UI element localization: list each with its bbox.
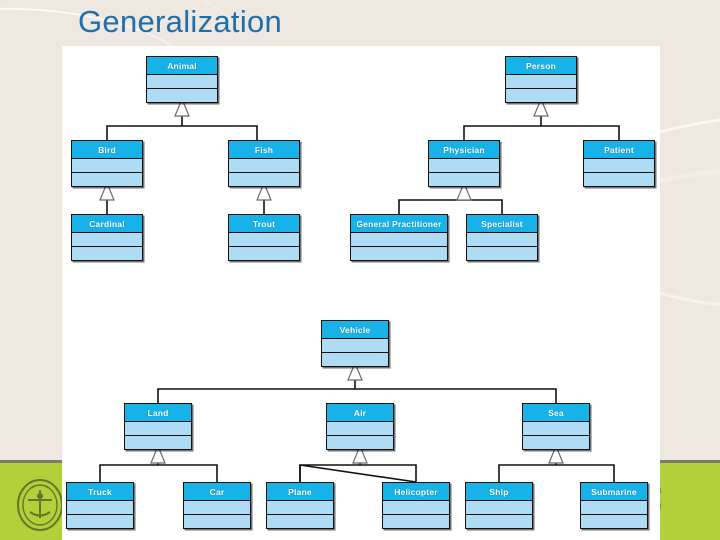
uml-attributes-compartment-land bbox=[125, 422, 191, 436]
uml-attributes-compartment-sea bbox=[523, 422, 589, 436]
uml-operations-compartment-physician bbox=[429, 173, 499, 186]
uml-attributes-compartment-helicopter bbox=[383, 501, 449, 515]
uml-attributes-compartment-fish bbox=[229, 159, 299, 173]
generalization-arrow-person bbox=[533, 97, 549, 117]
uml-operations-compartment-land bbox=[125, 436, 191, 449]
uml-class-name-gp: General Practitioner bbox=[351, 215, 447, 233]
uml-class-truck[interactable]: Truck bbox=[66, 482, 134, 529]
uml-class-name-cardinal: Cardinal bbox=[72, 215, 142, 233]
uml-operations-compartment-gp bbox=[351, 247, 447, 260]
uml-class-fish[interactable]: Fish bbox=[228, 140, 300, 187]
uml-class-cardinal[interactable]: Cardinal bbox=[71, 214, 143, 261]
uml-attributes-compartment-air bbox=[327, 422, 393, 436]
uml-class-patient[interactable]: Patient bbox=[583, 140, 655, 187]
uml-attributes-compartment-specialist bbox=[467, 233, 537, 247]
uml-operations-compartment-patient bbox=[584, 173, 654, 186]
uml-class-name-truck: Truck bbox=[67, 483, 133, 501]
uml-class-animal[interactable]: Animal bbox=[146, 56, 218, 103]
uml-class-submarine[interactable]: Submarine bbox=[580, 482, 648, 529]
uml-attributes-compartment-gp bbox=[351, 233, 447, 247]
uml-class-specialist[interactable]: Specialist bbox=[466, 214, 538, 261]
uml-attributes-compartment-vehicle bbox=[322, 339, 388, 353]
generalization-arrow-vehicle bbox=[347, 361, 363, 381]
page-title: Generalization bbox=[78, 4, 283, 39]
uml-class-sea[interactable]: Sea bbox=[522, 403, 590, 450]
uml-operations-compartment-car bbox=[184, 515, 250, 528]
uml-class-name-patient: Patient bbox=[584, 141, 654, 159]
uml-class-car[interactable]: Car bbox=[183, 482, 251, 529]
generalization-arrow-air bbox=[352, 444, 368, 464]
uml-attributes-compartment-submarine bbox=[581, 501, 647, 515]
uml-class-name-plane: Plane bbox=[267, 483, 333, 501]
generalization-connectors bbox=[99, 97, 620, 483]
uml-attributes-compartment-animal bbox=[147, 75, 217, 89]
uml-operations-compartment-bird bbox=[72, 173, 142, 186]
uml-class-trout[interactable]: Trout bbox=[228, 214, 300, 261]
uml-operations-compartment-submarine bbox=[581, 515, 647, 528]
generalization-arrow-fish bbox=[256, 181, 272, 201]
uml-class-name-car: Car bbox=[184, 483, 250, 501]
uml-class-vehicle[interactable]: Vehicle bbox=[321, 320, 389, 367]
uml-operations-compartment-trout bbox=[229, 247, 299, 260]
uml-attributes-compartment-truck bbox=[67, 501, 133, 515]
university-seal-logo bbox=[17, 479, 63, 531]
uml-class-name-air: Air bbox=[327, 404, 393, 422]
generalization-arrow-physician bbox=[456, 181, 472, 201]
uml-class-name-sea: Sea bbox=[523, 404, 589, 422]
uml-operations-compartment-sea bbox=[523, 436, 589, 449]
uml-class-name-land: Land bbox=[125, 404, 191, 422]
uml-class-physician[interactable]: Physician bbox=[428, 140, 500, 187]
uml-class-ship[interactable]: Ship bbox=[465, 482, 533, 529]
uml-class-name-animal: Animal bbox=[147, 57, 217, 75]
uml-operations-compartment-plane bbox=[267, 515, 333, 528]
uml-operations-compartment-specialist bbox=[467, 247, 537, 260]
uml-attributes-compartment-bird bbox=[72, 159, 142, 173]
uml-class-name-person: Person bbox=[506, 57, 576, 75]
uml-attributes-compartment-plane bbox=[267, 501, 333, 515]
uml-class-plane[interactable]: Plane bbox=[266, 482, 334, 529]
uml-class-name-helicopter: Helicopter bbox=[383, 483, 449, 501]
uml-attributes-compartment-ship bbox=[466, 501, 532, 515]
uml-operations-compartment-cardinal bbox=[72, 247, 142, 260]
uml-class-name-trout: Trout bbox=[229, 215, 299, 233]
uml-operations-compartment-fish bbox=[229, 173, 299, 186]
uml-class-gp[interactable]: General Practitioner bbox=[350, 214, 448, 261]
uml-class-name-vehicle: Vehicle bbox=[322, 321, 388, 339]
uml-class-person[interactable]: Person bbox=[505, 56, 577, 103]
uml-operations-compartment-animal bbox=[147, 89, 217, 102]
uml-class-air[interactable]: Air bbox=[326, 403, 394, 450]
uml-attributes-compartment-car bbox=[184, 501, 250, 515]
uml-class-name-ship: Ship bbox=[466, 483, 532, 501]
generalization-arrow-land bbox=[150, 444, 166, 464]
uml-attributes-compartment-patient bbox=[584, 159, 654, 173]
uml-attributes-compartment-cardinal bbox=[72, 233, 142, 247]
uml-operations-compartment-vehicle bbox=[322, 353, 388, 366]
uml-operations-compartment-helicopter bbox=[383, 515, 449, 528]
uml-class-name-physician: Physician bbox=[429, 141, 499, 159]
uml-class-name-submarine: Submarine bbox=[581, 483, 647, 501]
uml-operations-compartment-truck bbox=[67, 515, 133, 528]
uml-operations-compartment-ship bbox=[466, 515, 532, 528]
uml-class-name-specialist: Specialist bbox=[467, 215, 537, 233]
generalization-arrow-sea bbox=[548, 444, 564, 464]
uml-class-land[interactable]: Land bbox=[124, 403, 192, 450]
uml-attributes-compartment-physician bbox=[429, 159, 499, 173]
uml-operations-compartment-person bbox=[506, 89, 576, 102]
uml-class-bird[interactable]: Bird bbox=[71, 140, 143, 187]
uml-class-name-bird: Bird bbox=[72, 141, 142, 159]
generalization-arrow-animal bbox=[174, 97, 190, 117]
generalization-arrow-bird bbox=[99, 181, 115, 201]
uml-attributes-compartment-person bbox=[506, 75, 576, 89]
uml-class-name-fish: Fish bbox=[229, 141, 299, 159]
uml-operations-compartment-air bbox=[327, 436, 393, 449]
uml-attributes-compartment-trout bbox=[229, 233, 299, 247]
uml-class-helicopter[interactable]: Helicopter bbox=[382, 482, 450, 529]
